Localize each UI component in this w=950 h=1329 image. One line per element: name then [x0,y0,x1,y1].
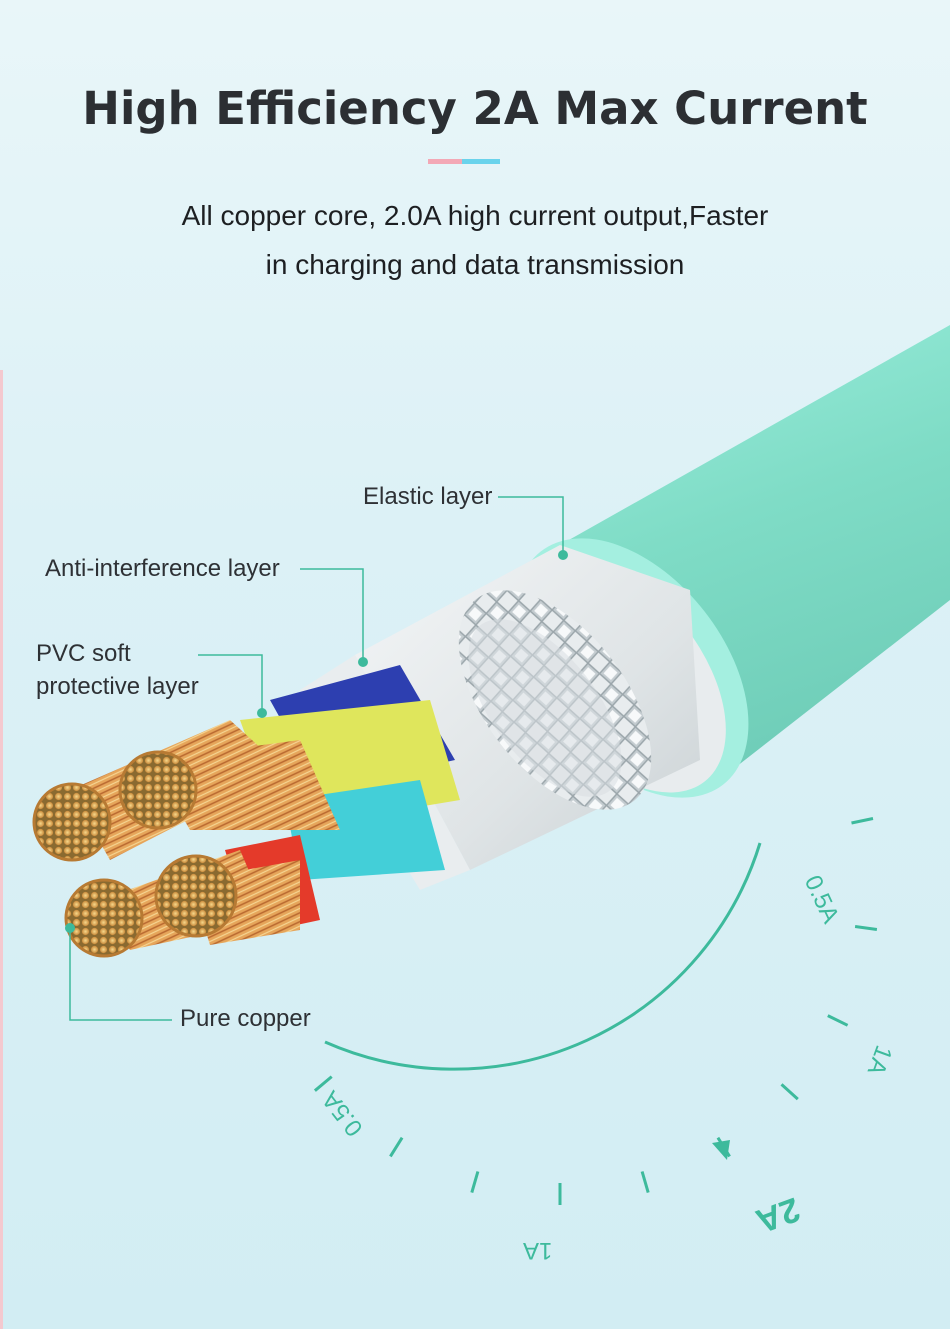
gauge-label-inner-1a: 1A [523,1237,553,1264]
gauge-tick [470,1171,480,1194]
subtitle-line-2: in charging and data transmission [265,249,685,280]
left-edge-line [0,370,3,1329]
subtitle-line-1: All copper core, 2.0A high current outpu… [181,200,769,231]
gauge-pointer-icon [712,1140,730,1160]
title-accent-pink [428,159,462,164]
gauge-tick [854,925,878,931]
gauge-tick [780,1083,799,1101]
copper-strands [32,720,340,958]
gauge-tick [640,1171,650,1194]
leader-dots [65,550,568,933]
label-elastic-layer: Elastic layer [363,483,493,510]
gauge-tick [851,817,874,825]
gauge-tick [827,1014,849,1027]
gauge-ticks [313,817,878,1205]
page-title: High Efficiency 2A Max Current [82,82,868,135]
label-pvc-line-1: PVC soft [36,640,131,667]
title-accent-blue [462,159,500,164]
current-gauge [324,842,762,1071]
gauge-tick [389,1136,404,1158]
gauge-tick [313,1075,333,1092]
leader-lines [69,496,564,1021]
label-pvc-line-2: protective layer [36,673,199,700]
label-anti-interference-layer: Anti-interference layer [45,555,280,582]
label-pure-copper: Pure copper [180,1005,311,1032]
